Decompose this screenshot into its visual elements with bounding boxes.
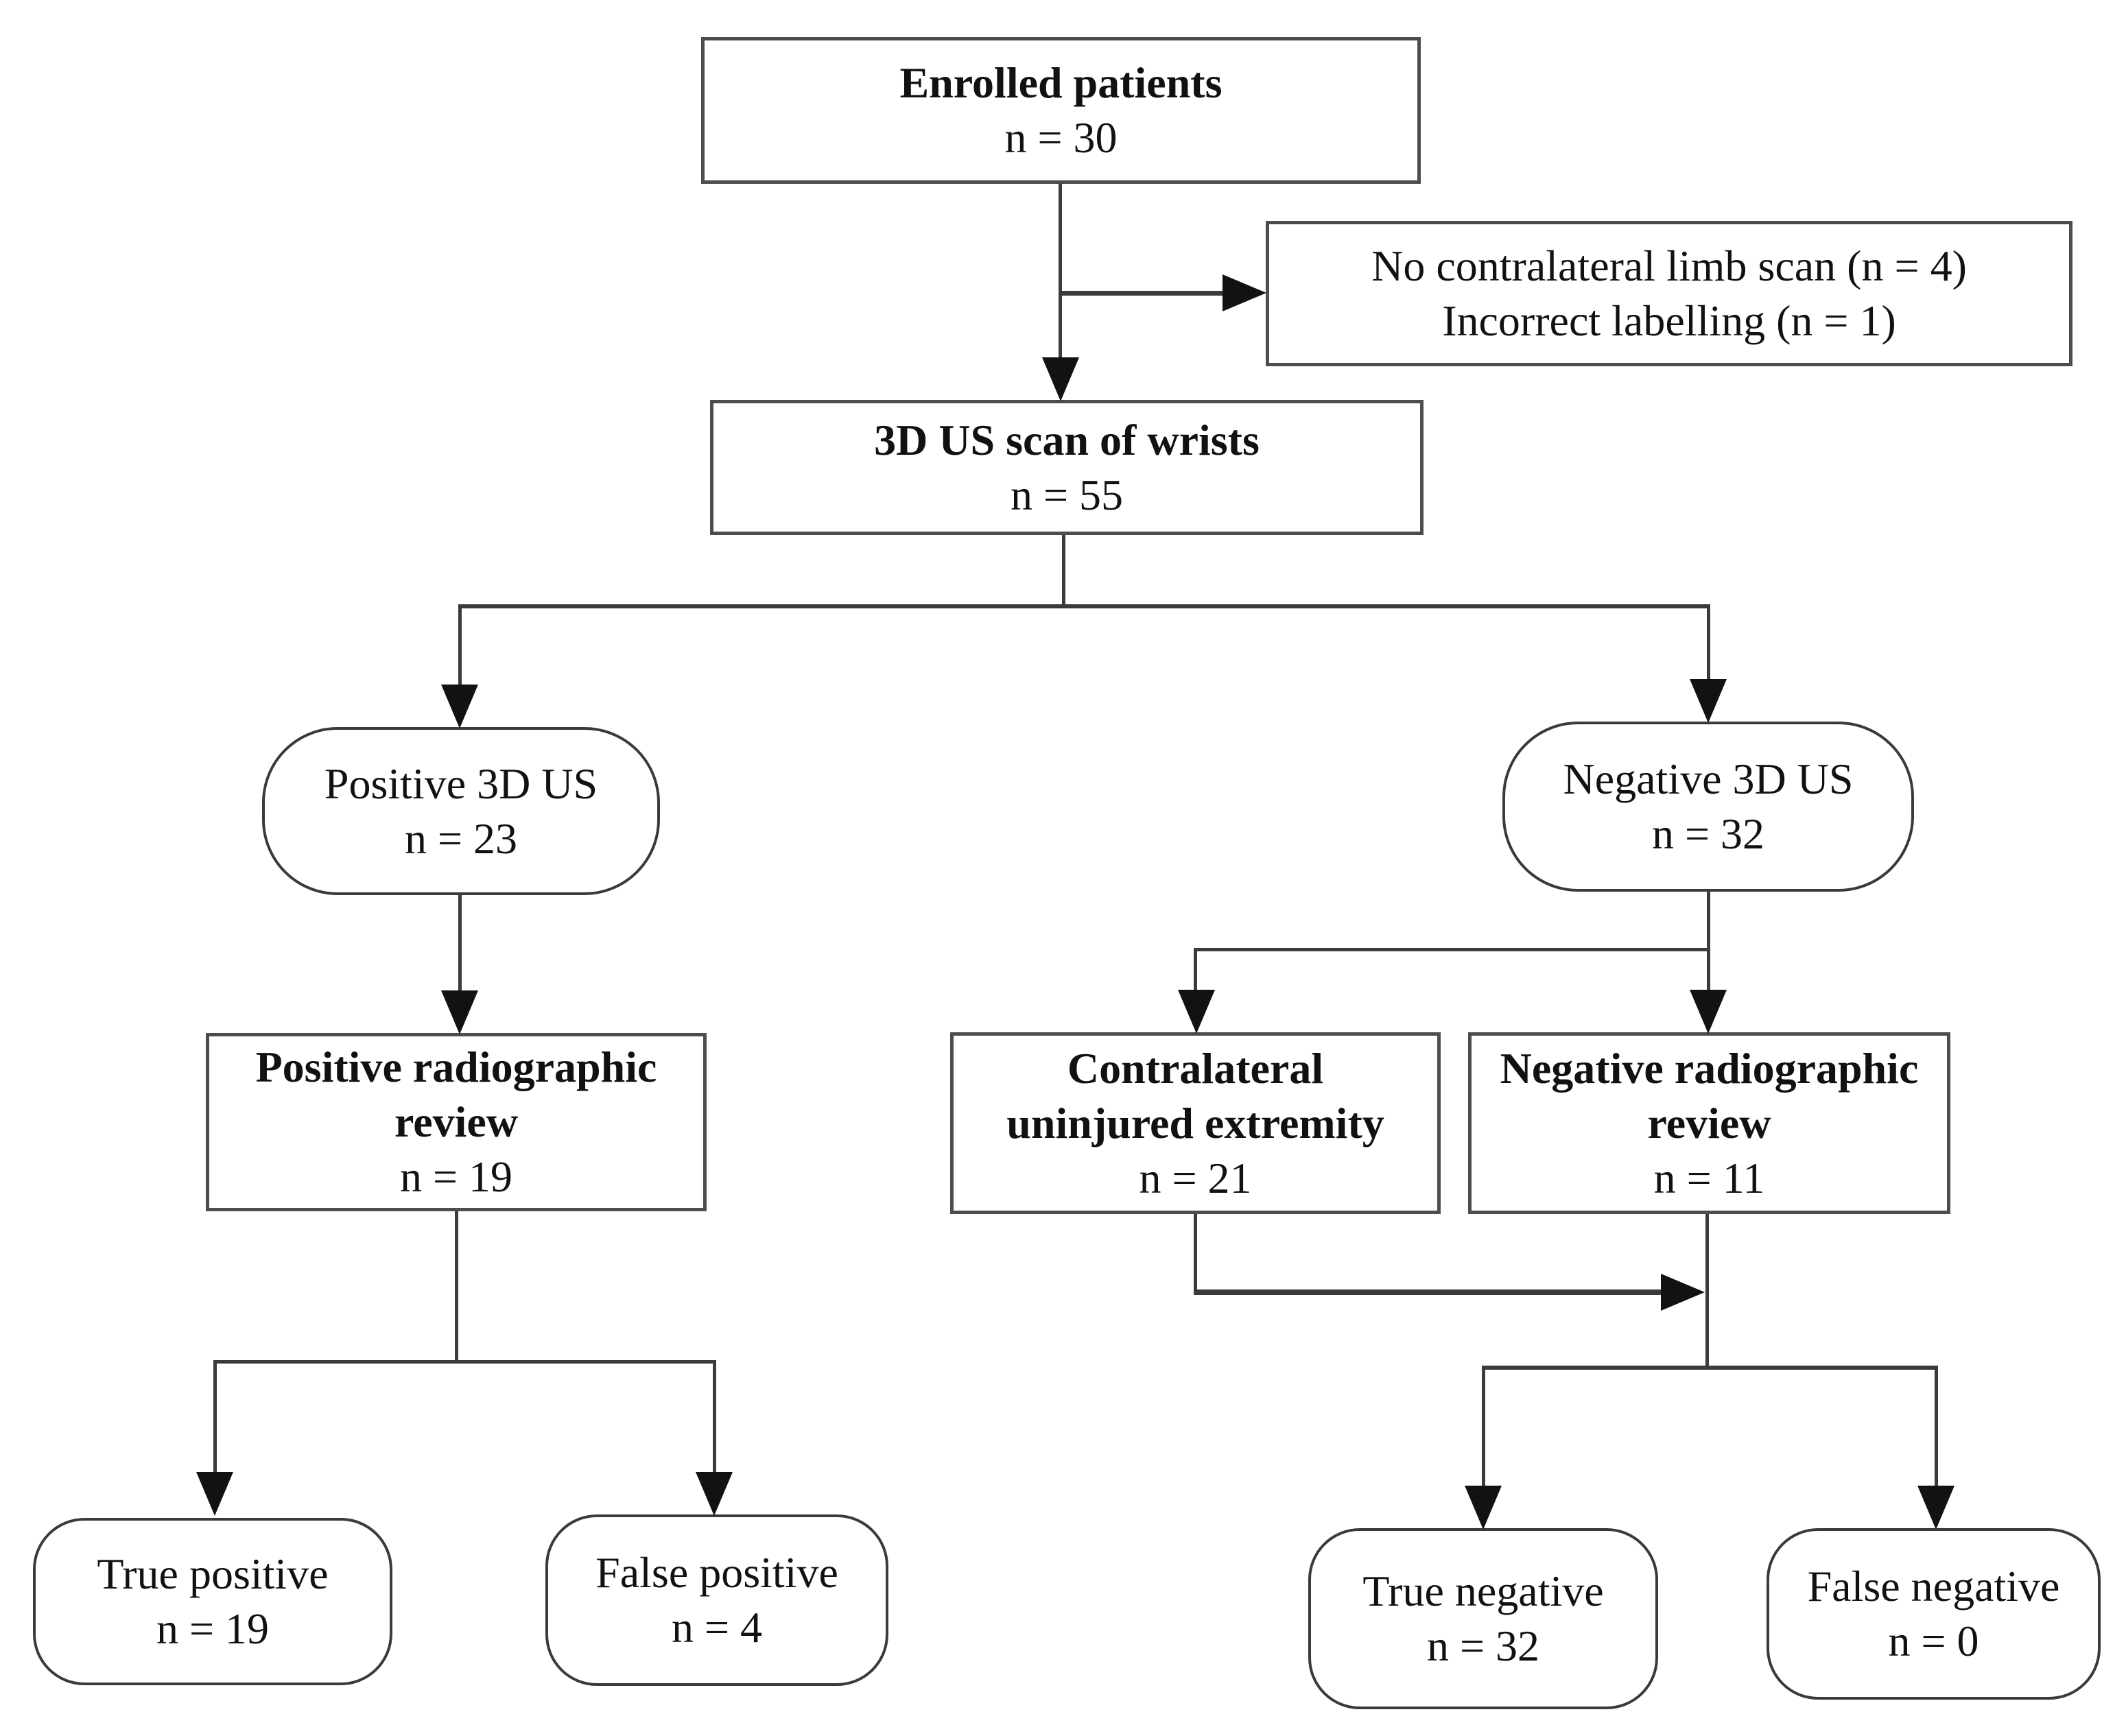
node-false-positive: False positive n = 4 bbox=[545, 1514, 888, 1686]
connector-negative-split bbox=[1482, 1366, 1938, 1370]
arrowhead-into-positive-us bbox=[441, 685, 478, 728]
node-count: n = 19 bbox=[156, 1604, 270, 1653]
connector-scan-down bbox=[1062, 535, 1065, 608]
node-count: n = 23 bbox=[404, 813, 518, 863]
connector-to-true-positive bbox=[213, 1360, 217, 1473]
node-count: n = 32 bbox=[1651, 809, 1765, 858]
connector-to-false-negative bbox=[1935, 1367, 1938, 1487]
connector-enrolled-to-scan bbox=[1059, 184, 1062, 362]
arrowhead-into-true-positive bbox=[196, 1472, 233, 1516]
node-false-negative: False negative n = 0 bbox=[1767, 1528, 2101, 1700]
arrowhead-into-negative-radiographic bbox=[1690, 990, 1727, 1034]
exclusion-line: No contralateral limb scan (n = 4) bbox=[1371, 241, 1967, 290]
node-title: review bbox=[1647, 1098, 1771, 1148]
node-title: True negative bbox=[1362, 1567, 1604, 1615]
arrowhead-into-contralateral bbox=[1178, 990, 1215, 1034]
node-title: False negative bbox=[1807, 1562, 2060, 1610]
connector-to-false-positive bbox=[713, 1360, 716, 1473]
connector-positive-review-down bbox=[455, 1211, 458, 1363]
node-title: review bbox=[394, 1097, 519, 1146]
arrowhead-into-false-positive bbox=[696, 1472, 733, 1516]
node-enrolled-patients: Enrolled patients n = 30 bbox=[701, 37, 1421, 184]
node-count: n = 19 bbox=[399, 1152, 513, 1201]
node-negative-radiographic-review: Negative radiographic review n = 11 bbox=[1468, 1032, 1950, 1214]
node-title: Negative 3D US bbox=[1563, 754, 1854, 803]
connector-split-to-positive-us bbox=[458, 606, 462, 688]
node-title: Positive 3D US bbox=[324, 759, 598, 808]
connector-merge-horizontal bbox=[1194, 1289, 1664, 1295]
node-count: n = 4 bbox=[671, 1603, 763, 1652]
node-true-negative: True negative n = 32 bbox=[1308, 1528, 1658, 1709]
connector-positive-split bbox=[213, 1360, 716, 1364]
node-count: n = 30 bbox=[1004, 113, 1118, 162]
connector-contralateral-drop bbox=[1194, 948, 1197, 992]
node-positive-3d-us: Positive 3D US n = 23 bbox=[262, 727, 660, 895]
arrowhead-into-negative-us bbox=[1690, 679, 1727, 723]
node-count: n = 55 bbox=[1010, 470, 1124, 519]
arrowhead-into-false-negative bbox=[1917, 1486, 1954, 1530]
connector-scan-split bbox=[458, 604, 1710, 608]
node-title: 3D US scan of wrists bbox=[874, 415, 1260, 464]
node-count: n = 11 bbox=[1653, 1153, 1765, 1202]
node-count: n = 21 bbox=[1139, 1153, 1252, 1202]
connector-split-to-negative-us bbox=[1707, 606, 1710, 682]
connector-negative-review-down bbox=[1705, 1214, 1709, 1369]
connector-to-true-negative bbox=[1482, 1367, 1485, 1487]
node-negative-3d-us: Negative 3D US n = 32 bbox=[1502, 722, 1914, 892]
node-title: Contralateral bbox=[1067, 1043, 1324, 1093]
node-exclusions: No contralateral limb scan (n = 4) Incor… bbox=[1266, 221, 2072, 366]
node-positive-radiographic-review: Positive radiographic review n = 19 bbox=[206, 1033, 707, 1211]
node-title: uninjured extremity bbox=[1006, 1098, 1384, 1148]
connector-positive-us-down bbox=[458, 894, 462, 994]
node-true-positive: True positive n = 19 bbox=[33, 1518, 392, 1685]
connector-contralateral-down bbox=[1194, 1214, 1197, 1295]
node-title: Negative radiographic bbox=[1500, 1043, 1919, 1093]
exclusion-line: Incorrect labelling (n = 1) bbox=[1442, 296, 1896, 345]
arrowhead-into-true-negative bbox=[1465, 1486, 1502, 1530]
node-count: n = 32 bbox=[1426, 1621, 1540, 1670]
node-contralateral-uninjured-extremity: Contralateral uninjured extremity n = 21 bbox=[950, 1032, 1441, 1214]
node-title: Enrolled patients bbox=[899, 58, 1223, 107]
node-count: n = 0 bbox=[1888, 1617, 1979, 1665]
arrowhead-merge bbox=[1661, 1274, 1705, 1311]
node-title: False positive bbox=[595, 1548, 838, 1597]
connector-branch-to-contralateral bbox=[1194, 948, 1708, 951]
arrowhead-into-positive-radiographic bbox=[441, 990, 478, 1034]
node-title: True positive bbox=[97, 1549, 329, 1598]
arrowhead-into-exclusions bbox=[1223, 274, 1266, 311]
connector-branch-to-exclusions bbox=[1061, 291, 1225, 296]
node-3d-us-scan: 3D US scan of wrists n = 55 bbox=[710, 400, 1424, 535]
connector-negative-us-down bbox=[1707, 890, 1710, 993]
node-title: Positive radiographic bbox=[255, 1043, 657, 1091]
arrowhead-into-scan bbox=[1042, 357, 1079, 401]
